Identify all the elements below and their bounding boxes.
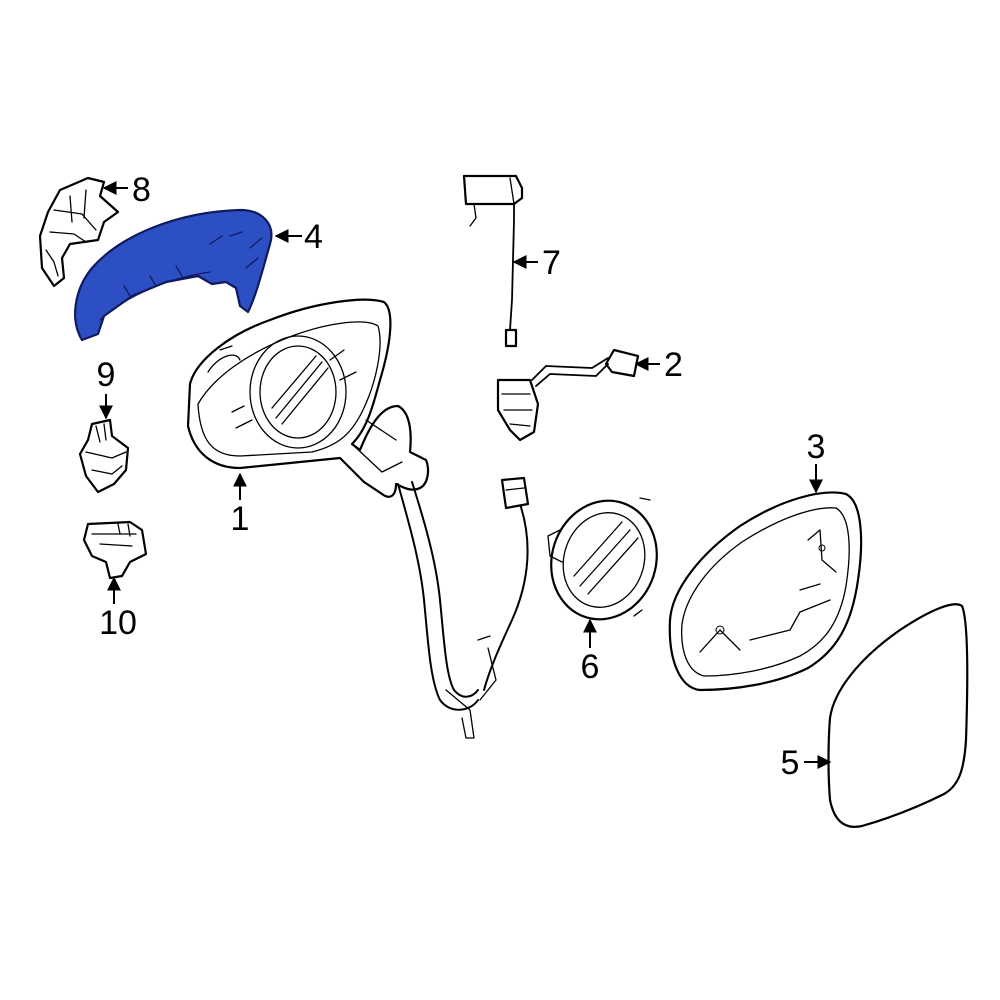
part-4-mirror-cover[interactable] [74, 208, 273, 342]
part-1-wire-harness [397, 476, 530, 739]
callout-8[interactable]: 8 [132, 171, 151, 209]
callout-6[interactable]: 6 [581, 648, 600, 686]
callout-lines [99, 181, 832, 769]
part-7-sensor-cable[interactable] [462, 174, 524, 348]
callout-2[interactable]: 2 [664, 346, 683, 384]
callout-5[interactable]: 5 [781, 744, 800, 782]
part-6-glass-motor[interactable] [536, 487, 672, 633]
callout-7[interactable]: 7 [542, 244, 561, 282]
part-2-connector-harness[interactable] [496, 348, 640, 442]
part-3-backing-plate[interactable] [668, 491, 863, 692]
part-10-switch[interactable] [82, 520, 148, 580]
part-9-actuator[interactable] [78, 418, 130, 494]
callout-1[interactable]: 1 [231, 500, 250, 538]
part-5-mirror-glass[interactable] [827, 603, 969, 828]
callout-numbers: 8 4 9 10 1 7 2 3 5 6 [97, 171, 826, 782]
callout-9[interactable]: 9 [97, 356, 116, 394]
callout-4[interactable]: 4 [304, 218, 323, 256]
part-1-mirror-housing[interactable] [186, 298, 430, 498]
callout-3[interactable]: 3 [807, 428, 826, 466]
callout-10[interactable]: 10 [99, 604, 137, 642]
part-8-cap-bracket[interactable] [38, 176, 120, 288]
